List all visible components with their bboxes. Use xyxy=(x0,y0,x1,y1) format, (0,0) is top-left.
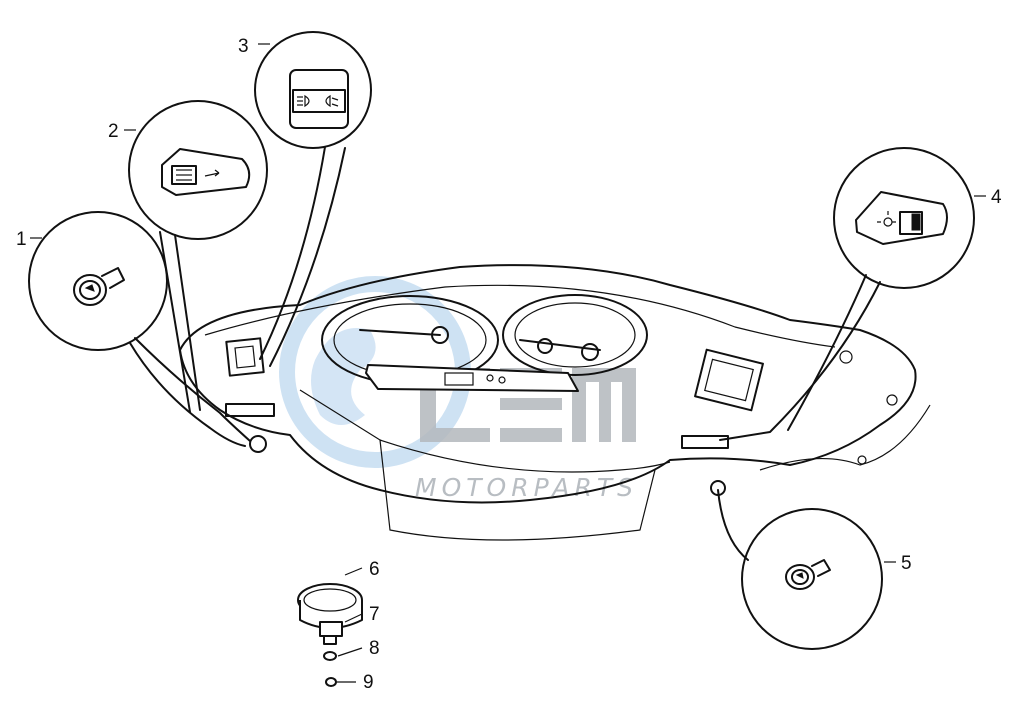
callout-number-8: 8 xyxy=(369,638,380,659)
headlight-symbol-icon xyxy=(297,94,339,108)
callout-5: 5 xyxy=(717,489,912,650)
callout-2: 2 xyxy=(108,100,268,413)
watermark-globe-land xyxy=(311,328,376,425)
callout-4: 4 xyxy=(719,147,1002,441)
light-switch-icon xyxy=(289,69,349,129)
dashboard-panel xyxy=(179,264,931,541)
buzzer-assembly xyxy=(297,567,363,687)
callout-number: 3 xyxy=(238,36,249,57)
callout-number-6: 6 xyxy=(369,559,380,580)
callout-3: 3 xyxy=(238,31,372,367)
ignition-switch-icon xyxy=(73,267,125,306)
callout-number: 5 xyxy=(901,553,912,574)
callout-number: 1 xyxy=(16,229,27,250)
watermark-subtitle: MOTORPARTS xyxy=(415,473,638,502)
callout-number: 4 xyxy=(991,187,1002,208)
callout-number-9: 9 xyxy=(363,672,374,693)
callout-number: 2 xyxy=(108,121,119,142)
light-switch-icon xyxy=(855,191,948,245)
ignition-switch-icon xyxy=(785,559,831,590)
watermark: MOTORPARTS xyxy=(279,276,638,502)
hazard-switch-icon xyxy=(161,148,251,196)
callout-number-7: 7 xyxy=(369,604,380,625)
callout-1: 1 xyxy=(16,211,251,447)
